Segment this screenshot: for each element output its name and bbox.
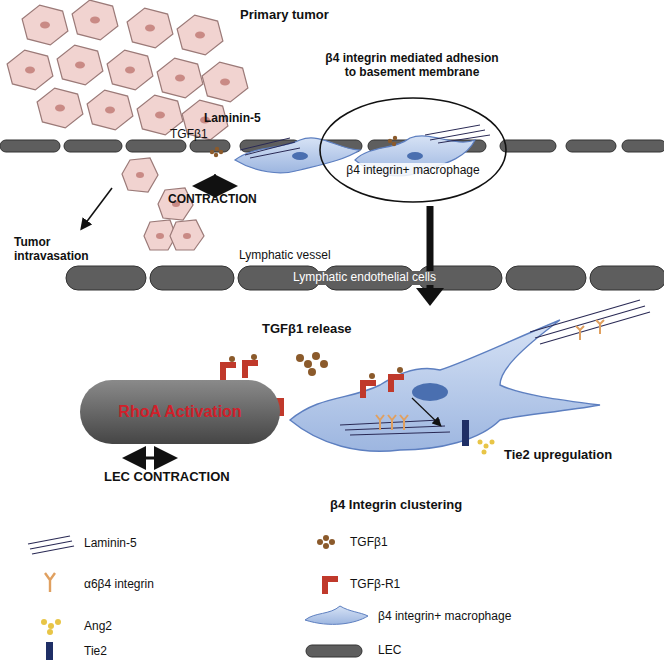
nucleus (412, 383, 448, 401)
big-arrowhead (416, 288, 444, 306)
label: Tie2 upregulation (504, 448, 612, 463)
legend-text: LEC (378, 644, 401, 658)
label: Laminin-5 (204, 112, 261, 126)
lymphatic-row (66, 266, 664, 290)
annotation: β4 integrin mediated adhesion to basemen… (322, 52, 502, 80)
ang2 (478, 440, 495, 455)
label: Lymphatic endothelial cells (290, 271, 439, 285)
laminin-fibres (240, 125, 490, 158)
intravasation-arrow (82, 188, 112, 228)
label: β4 Integrin clustering (330, 498, 462, 513)
node-text: β4 integrin+ macrophage (344, 163, 481, 177)
label: Lymphatic vessel (236, 249, 334, 263)
label: Tumor intravasation (14, 236, 94, 264)
node-text: RhoA Activation (118, 403, 241, 421)
arrow (412, 398, 440, 425)
ellipse-outline (318, 96, 508, 204)
nucleus (407, 152, 423, 160)
integrin (376, 320, 604, 430)
legend-text: β4 integrin+ macrophage (378, 610, 511, 624)
tgfb1-dots (210, 136, 397, 157)
double-arrow (128, 457, 172, 460)
double-arrow (198, 185, 232, 188)
label: TGFβ1 (170, 128, 208, 142)
highlight-ellipse: β4 integrin+ macrophage (318, 96, 508, 204)
nucleus (292, 152, 308, 160)
legend-text: Ang2 (84, 620, 112, 634)
laminin-fibres (340, 300, 650, 435)
legend-text: α6β4 integrin (84, 578, 154, 592)
macrophage (235, 138, 360, 173)
label: LEC CONTRACTION (104, 470, 230, 485)
heading: Primary tumor (240, 8, 329, 23)
legend-text: TGFβ1 (350, 536, 388, 550)
legend-text: TGFβ-R1 (350, 578, 400, 592)
legend-text: Tie2 (84, 645, 107, 659)
label: TGFβ1 release (262, 322, 352, 337)
label: CONTRACTION (168, 193, 257, 207)
legend-samples (28, 535, 368, 660)
tie2 (462, 420, 469, 446)
legend-text: Laminin-5 (84, 537, 137, 551)
lec-cell: RhoA Activation (80, 380, 280, 444)
